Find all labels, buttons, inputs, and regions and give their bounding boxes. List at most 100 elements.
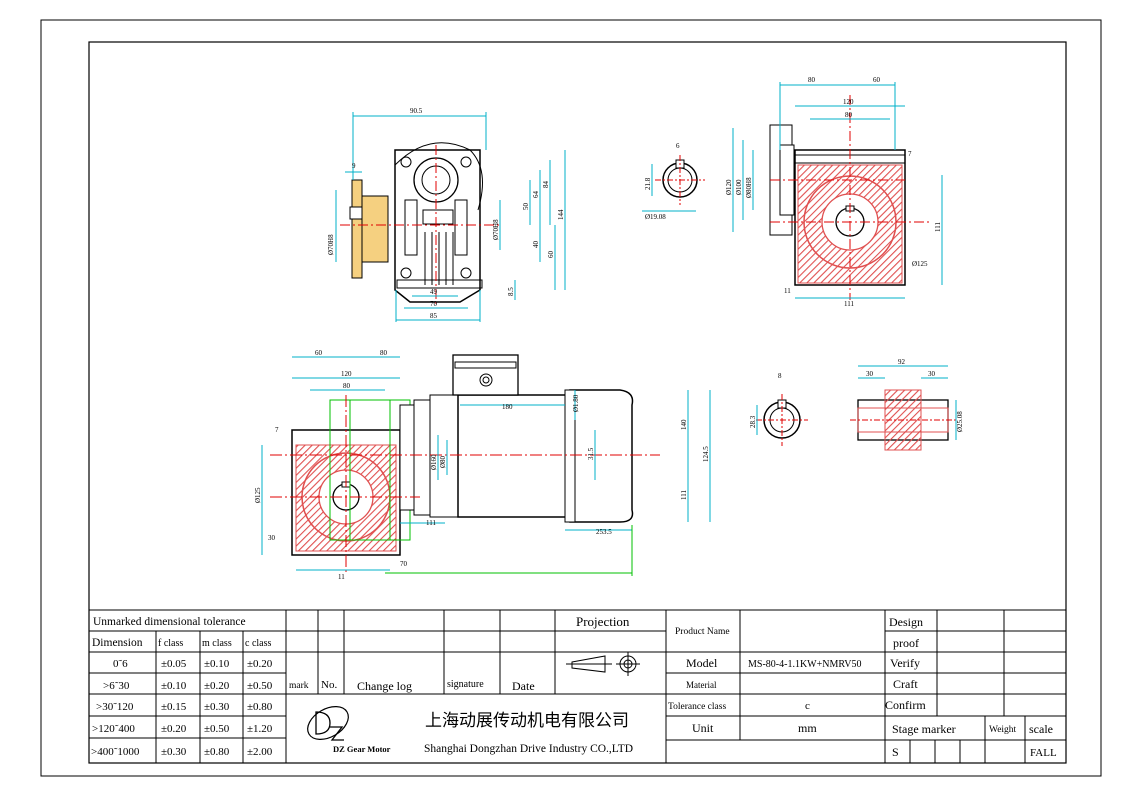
- assembly-dim-11: 124.5: [702, 446, 710, 462]
- front-housing: [394, 149, 481, 303]
- side-dim-6: Ø100: [735, 179, 743, 195]
- shaft-c-dim-2: 30: [928, 370, 936, 378]
- assembly-dim-15: 111: [426, 519, 436, 527]
- assembly-dim-2: 120: [341, 370, 352, 378]
- assembly-motor: [457, 394, 571, 518]
- tol-row-3-m: ±0.50: [204, 723, 230, 735]
- product-name-label: Product Name: [675, 627, 730, 637]
- side-dim-2: 120: [843, 98, 854, 106]
- tolerance-header: Unmarked dimensional tolerance: [93, 616, 246, 628]
- side-dim-5: Ø120: [725, 179, 733, 195]
- unit-value: mm: [798, 721, 817, 735]
- company-logo: [307, 706, 349, 741]
- unit-label: Unit: [692, 721, 714, 735]
- rev-date: Date: [512, 679, 535, 693]
- scale-value: FALL: [1030, 747, 1057, 759]
- tol-row-2-c: ±0.80: [247, 701, 273, 713]
- terminal-box: [452, 354, 519, 396]
- assembly-dim-5: 180: [502, 403, 513, 411]
- side-dim-8: 111: [934, 222, 942, 232]
- company-name-cn: 上海动展传动机电有限公司: [425, 711, 629, 731]
- logo-text: DZ Gear Motor: [333, 744, 391, 754]
- assembly-dim-8: Ø80: [439, 455, 447, 468]
- side-dim-1: 60: [873, 76, 881, 84]
- side-dim-11: 11: [784, 287, 791, 295]
- rev-mark: mark: [289, 681, 309, 691]
- company-name-en: Shanghai Dongzhan Drive Industry CO.,LTD: [424, 743, 633, 755]
- tol-row-2-m: ±0.30: [204, 701, 230, 713]
- assembly-dim-18: 253.5: [596, 528, 612, 536]
- approval-proof: proof: [893, 636, 919, 650]
- tol-row-1-c: ±0.50: [247, 680, 273, 692]
- assembly-dim-9: 31.5: [587, 447, 595, 460]
- tol-row-2-dim: >30˜120: [96, 701, 134, 713]
- shaft-c-dim-3: Ø25.08: [956, 411, 964, 432]
- tol-row-4-dim: >400˜1000: [91, 746, 140, 758]
- stage-value: S: [892, 745, 899, 759]
- front-dim-1: 9: [352, 162, 356, 170]
- stage-marker-label: Stage marker: [892, 722, 956, 736]
- assembly-dim-6: Ø1.80: [572, 394, 580, 412]
- model-label: Model: [686, 656, 718, 670]
- side-dim-0: 80: [808, 76, 816, 84]
- assembly-dim-7: Ø160: [430, 454, 438, 470]
- col-header-dimension: Dimension: [92, 637, 143, 649]
- tol-row-4-c: ±2.00: [247, 746, 273, 758]
- rev-change-log: Change log: [357, 679, 412, 693]
- weight-label: Weight: [989, 725, 1017, 735]
- front-flange: [351, 179, 363, 279]
- assembly-view: 60 80 120 80 7 180 Ø1.80 Ø160 Ø80 31.5 1…: [254, 349, 711, 581]
- assembly-dim-13: Ø125: [254, 487, 262, 503]
- col-header-m: m class: [202, 638, 232, 649]
- shaft-c-dim-1: 30: [866, 370, 874, 378]
- rev-signature: signature: [447, 679, 484, 690]
- approval-confirm: Confirm: [885, 698, 926, 712]
- assembly-dim-4: 7: [275, 426, 279, 434]
- material-label: Material: [686, 680, 717, 690]
- approval-craft: Craft: [893, 677, 918, 691]
- side-dim-10: 111: [844, 300, 854, 308]
- approval-verify: Verify: [890, 656, 920, 670]
- tol-row-0-c: ±0.20: [247, 658, 273, 670]
- tol-row-4-m: ±0.80: [204, 746, 230, 758]
- shaft-section-b: 8 28.3: [749, 372, 808, 446]
- tol-row-1-dim: >6˜30: [103, 680, 130, 692]
- front-dim-13: 85: [430, 312, 438, 320]
- col-header-c: c class: [245, 638, 271, 649]
- front-dim-11: 49: [430, 288, 438, 296]
- side-view: 80 60 120 80 7 Ø120 Ø100 Ø80H8 111 Ø125 …: [725, 76, 943, 308]
- front-dim-7: 144: [557, 209, 565, 220]
- inner-border: [88, 41, 1067, 764]
- tol-row-3-dim: >120˜400: [92, 723, 135, 735]
- col-header-f: f class: [158, 638, 183, 649]
- front-dim-5: 64: [532, 191, 540, 199]
- front-dim-3: Ø70H8: [492, 219, 500, 240]
- front-dim-0: 90.5: [410, 107, 423, 115]
- assembly-dim-1: 80: [380, 349, 388, 357]
- front-view: 90.5 9 Ø70H8 Ø70H8 50 64 84 144 40 60 8.…: [327, 107, 566, 322]
- shaft-c-dim-0: 92: [898, 358, 906, 366]
- projection-label: Projection: [576, 614, 630, 629]
- tol-row-3-c: ±1.20: [247, 723, 273, 735]
- tolerance-class-label: Tolerance class: [668, 702, 726, 712]
- outer-border: [40, 19, 1102, 777]
- projection-symbol-icon: [566, 652, 640, 676]
- tol-row-0-dim: 0˜6: [113, 658, 128, 670]
- assembly-dim-3: 80: [343, 382, 351, 390]
- front-dim-10: 8.5: [507, 287, 515, 296]
- side-dim-3: 80: [845, 111, 853, 119]
- title-block-text: Unmarked dimensional tolerance Dimension…: [91, 614, 1057, 759]
- front-dim-8: 40: [532, 241, 540, 249]
- front-dim-2: Ø70H8: [327, 234, 335, 255]
- front-dim-9: 60: [547, 251, 555, 259]
- tol-row-3-f: ±0.20: [161, 723, 187, 735]
- assembly-dim-12: 111: [680, 490, 688, 500]
- tol-row-1-m: ±0.20: [204, 680, 230, 692]
- rev-no: No.: [321, 679, 337, 691]
- tol-row-0-m: ±0.10: [204, 658, 230, 670]
- shaft-a-dim-1: 21.8: [644, 177, 652, 190]
- approval-design: Design: [889, 615, 923, 629]
- side-dim-7: Ø80H8: [745, 177, 753, 198]
- assembly-dim-14: 30: [268, 534, 276, 542]
